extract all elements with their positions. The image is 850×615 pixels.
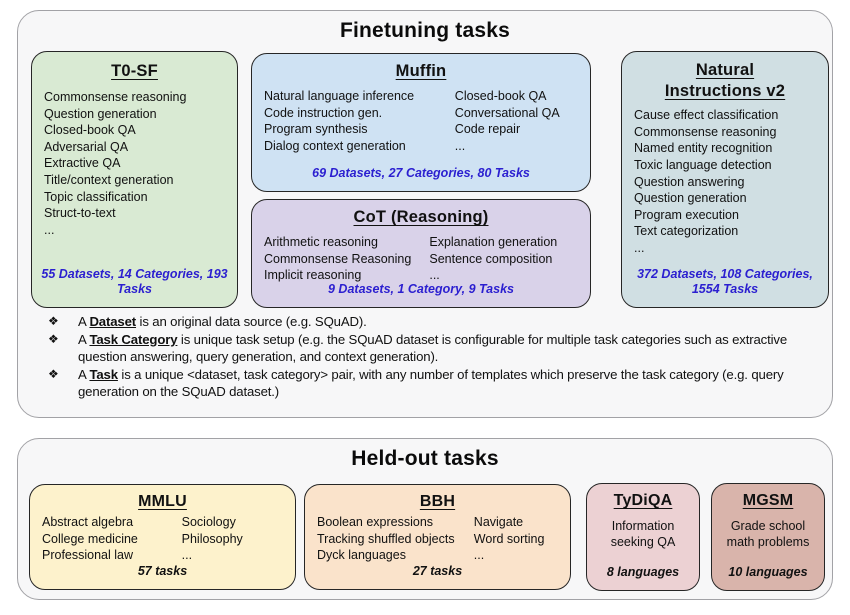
- diamond-bullet-icon: ❖: [48, 314, 59, 328]
- task-item: Dyck languages: [317, 548, 406, 563]
- task-item: ...: [44, 222, 55, 237]
- task-item: Struct-to-text: [44, 206, 116, 221]
- task-item: Boolean expressions: [317, 515, 434, 529]
- task-item: Named entity recognition: [634, 141, 773, 156]
- finetuning-tasks-panel: Finetuning tasks T0-SF Commonsense reaso…: [17, 10, 833, 418]
- task-item: Commonsense reasoning: [44, 90, 187, 104]
- task-item: Adversarial QA: [44, 139, 129, 154]
- diamond-bullet-icon: ❖: [48, 331, 59, 346]
- tydiqa-description: Information seeking QA: [610, 519, 676, 549]
- task-item: Tracking shuffled objects: [317, 531, 455, 546]
- t0sf-stats: 55 Datasets, 14 Categories, 193 Tasks: [41, 266, 228, 297]
- task-item: ...: [429, 268, 440, 283]
- bbh-stats: 27 tasks: [412, 564, 463, 579]
- bbh-task-list: Boolean expressions Tracking shuffled ob…: [305, 511, 570, 564]
- box-mmlu: MMLU Abstract algebra College medicine P…: [29, 484, 296, 590]
- task-item: Dialog context generation: [264, 138, 406, 153]
- muffin-stats: 69 Datasets, 27 Categories, 80 Tasks: [312, 166, 530, 181]
- cot-task-list: Arithmetic reasoning Commonsense Reasoni…: [252, 227, 590, 284]
- t0sf-title: T0-SF: [111, 62, 158, 80]
- mmlu-task-list: Abstract algebra College medicine Profes…: [30, 511, 295, 564]
- task-item: Program synthesis: [264, 122, 368, 137]
- box-bbh: BBH Boolean expressions Tracking shuffle…: [304, 484, 571, 590]
- task-item: Closed-book QA: [44, 123, 136, 138]
- task-item: Arithmetic reasoning: [264, 235, 378, 249]
- definition-term: Dataset: [89, 314, 137, 329]
- task-item: Explanation generation: [429, 235, 558, 249]
- task-item: Sentence composition: [429, 251, 553, 266]
- box-muffin: Muffin Natural language inference Code i…: [251, 53, 591, 192]
- niv2-task-list: Cause effect classification Commonsense …: [622, 101, 828, 256]
- tydiqa-title: TyDiQA: [613, 492, 673, 509]
- t0sf-task-list: Commonsense reasoning Question generatio…: [32, 81, 237, 238]
- cot-title: CoT (Reasoning): [353, 208, 489, 226]
- definition-term: Task: [89, 366, 118, 382]
- task-item: Natural language inference: [264, 89, 415, 103]
- box-natural-instructions-v2: Natural Instructions v2 Cause effect cla…: [621, 51, 829, 308]
- held-out-panel-title: Held-out tasks: [351, 447, 499, 470]
- task-item: Conversational QA: [454, 105, 560, 120]
- box-tydiqa: TyDiQA Information seeking QA 8 language…: [586, 483, 700, 591]
- tydiqa-stats: 8 languages: [606, 565, 680, 580]
- definition-task-category: ❖ A Task Category is unique task setup (…: [42, 331, 824, 366]
- definitions-list: ❖ A Dataset is an original data source (…: [42, 313, 824, 401]
- task-item: Code repair: [454, 122, 521, 137]
- task-item: Topic classification: [44, 189, 148, 204]
- box-cot: CoT (Reasoning) Arithmetic reasoning Com…: [251, 199, 591, 308]
- muffin-task-list: Natural language inference Code instruct…: [252, 81, 590, 154]
- mgsm-title: MGSM: [742, 492, 794, 509]
- finetuning-panel-title: Finetuning tasks: [339, 19, 511, 42]
- muffin-title: Muffin: [395, 62, 447, 80]
- task-item: Commonsense reasoning: [634, 124, 777, 139]
- task-item: ...: [473, 548, 485, 563]
- definition-term: Task Category: [89, 331, 178, 347]
- task-item: ...: [181, 548, 193, 563]
- task-item: Question generation: [634, 191, 747, 206]
- task-item: Question answering: [634, 174, 745, 189]
- mgsm-description: Grade school math problems: [726, 519, 810, 549]
- mgsm-stats: 10 languages: [728, 565, 808, 580]
- task-item: Implicit reasoning: [264, 268, 362, 283]
- task-item: Commonsense Reasoning: [264, 251, 412, 266]
- cot-stats: 9 Datasets, 1 Category, 9 Tasks: [328, 282, 514, 297]
- task-item: Navigate: [473, 515, 524, 529]
- task-item: Question generation: [44, 106, 157, 121]
- held-out-tasks-panel: Held-out tasks MMLU Abstract algebra Col…: [17, 438, 833, 600]
- definition-dataset: ❖ A Dataset is an original data source (…: [42, 313, 824, 331]
- task-item: Code instruction gen.: [264, 105, 383, 120]
- diamond-bullet-icon: ❖: [48, 366, 59, 381]
- bbh-title: BBH: [419, 493, 456, 510]
- task-item: Toxic language detection: [634, 158, 772, 173]
- task-item: College medicine: [42, 531, 138, 546]
- task-item: Extractive QA: [44, 156, 121, 171]
- task-item: Sociology: [181, 515, 236, 529]
- task-item: ...: [634, 241, 645, 255]
- definition-task: ❖ A Task is a unique <dataset, task cate…: [42, 366, 824, 401]
- task-item: Professional law: [42, 548, 134, 563]
- box-t0sf: T0-SF Commonsense reasoning Question gen…: [31, 51, 238, 308]
- task-item: Program execution: [634, 207, 739, 222]
- task-item: Text categorization: [634, 224, 739, 239]
- task-item: Word sorting: [473, 531, 545, 546]
- task-item: Cause effect classification: [634, 108, 779, 123]
- task-item: Title/context generation: [44, 172, 174, 187]
- niv2-title: Natural Instructions v2: [664, 61, 786, 100]
- niv2-stats: 372 Datasets, 108 Categories, 1554 Tasks: [637, 266, 813, 297]
- task-item: Philosophy: [181, 531, 243, 546]
- mmlu-title: MMLU: [138, 493, 187, 510]
- mmlu-stats: 57 tasks: [137, 564, 188, 579]
- task-item: Closed-book QA: [454, 89, 547, 103]
- box-mgsm: MGSM Grade school math problems 10 langu…: [711, 483, 825, 591]
- task-item: Abstract algebra: [42, 515, 134, 529]
- task-item: ...: [454, 138, 466, 153]
